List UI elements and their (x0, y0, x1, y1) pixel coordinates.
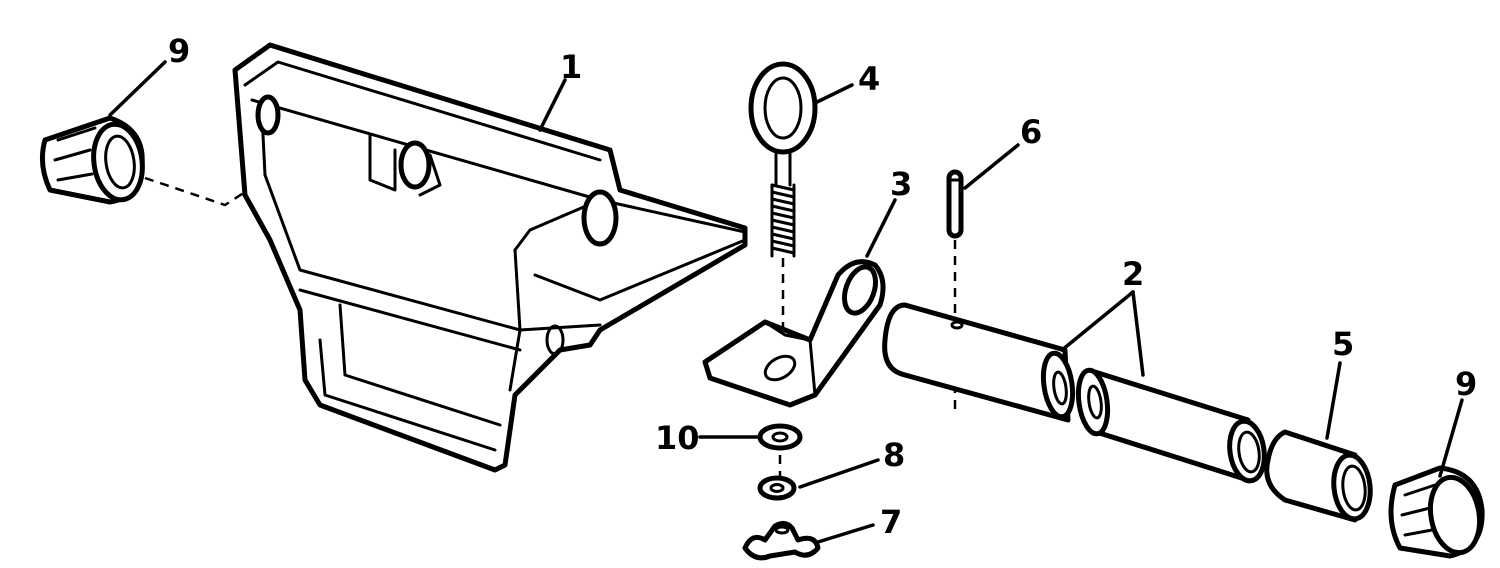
eye-bolt (748, 61, 818, 258)
bushing (1264, 429, 1373, 523)
leader-2b (1131, 290, 1145, 377)
leader-9-left (108, 60, 167, 117)
callout-5: 5 (1332, 325, 1354, 363)
callout-10: 10 (655, 419, 700, 457)
callout-9-left: 9 (168, 32, 190, 70)
leader-4 (813, 83, 854, 105)
callout-9-right: 9 (1455, 365, 1477, 403)
clamp-bracket (232, 42, 748, 473)
pin (946, 169, 964, 239)
tube (882, 302, 1267, 484)
leader-9-right (1438, 398, 1464, 478)
knob-cap-right (1388, 465, 1485, 559)
callout-labels: 9 1 4 6 3 2 5 9 10 8 7 (168, 32, 1477, 541)
leader-6 (963, 143, 1020, 190)
angle-bracket (702, 259, 886, 408)
leader-3 (865, 198, 897, 258)
callout-4: 4 (858, 60, 880, 98)
leader-7 (816, 523, 875, 544)
callout-7: 7 (880, 503, 902, 541)
small-washer (757, 475, 797, 501)
callout-2: 2 (1122, 255, 1144, 293)
knob-cap-left (39, 115, 145, 205)
leader-2a (1060, 290, 1135, 352)
wing-nut (742, 520, 821, 561)
callout-3: 3 (890, 165, 912, 203)
large-washer (757, 423, 803, 451)
leader-1 (538, 78, 567, 132)
leader-lines (108, 60, 1464, 544)
callout-6: 6 (1020, 113, 1042, 151)
callout-1: 1 (560, 48, 582, 86)
callout-8: 8 (883, 436, 905, 474)
leader-5 (1325, 361, 1342, 440)
leader-8 (798, 458, 880, 489)
